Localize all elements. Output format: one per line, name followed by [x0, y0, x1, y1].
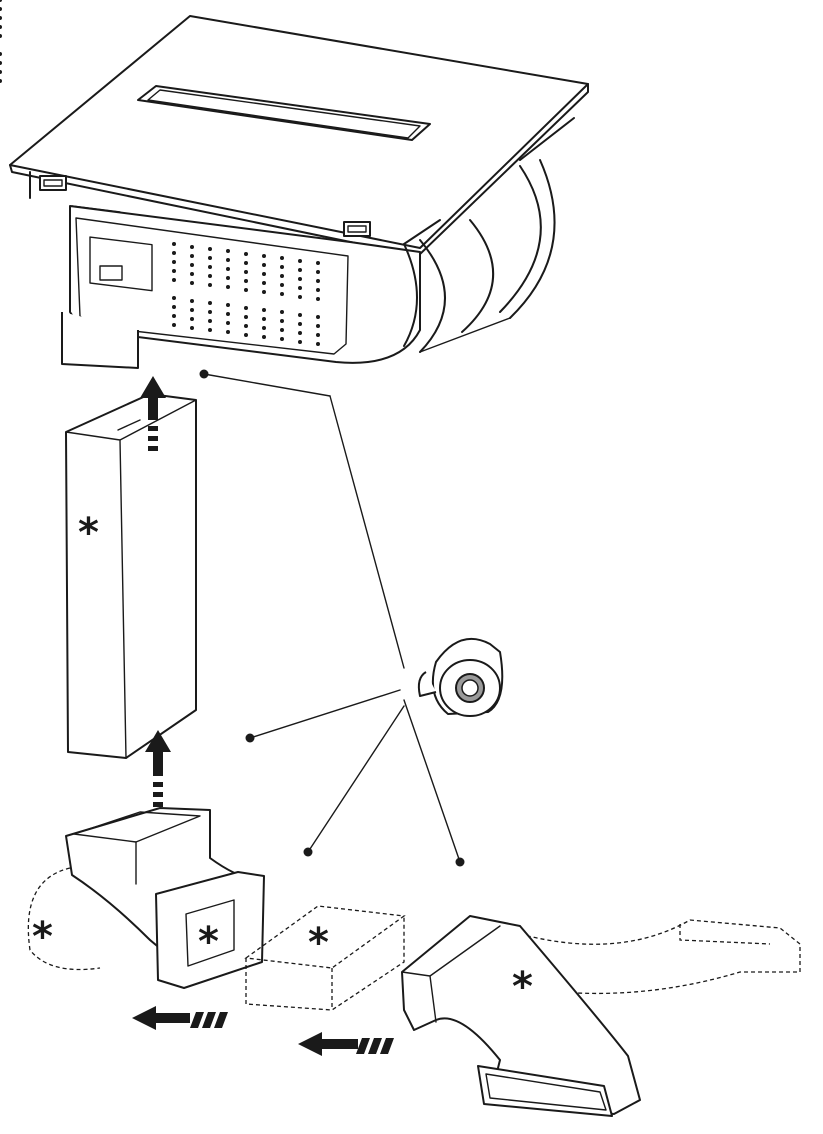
elbow-duct: * *	[27, 807, 265, 989]
accessory-marker: *	[308, 920, 329, 966]
accessory-marker: *	[78, 510, 99, 556]
callout-dot-icon	[303, 847, 313, 857]
callout-dot-icon	[199, 369, 209, 379]
filter-perforations	[0, 0, 320, 346]
airflow-arrow-icon	[140, 376, 166, 451]
accessory-marker: *	[198, 919, 219, 965]
airflow-arrow-icon	[145, 730, 171, 807]
callout-dot-icon	[245, 733, 255, 743]
cooktop-unit	[0, 0, 589, 369]
optional-box-accessory: *	[244, 905, 406, 1011]
callout-lines	[199, 369, 465, 867]
callout-dot-icon	[455, 857, 465, 867]
adhesive-tape-icon	[417, 637, 504, 717]
accessory-marker: *	[512, 964, 533, 1010]
accessory-marker: *	[32, 914, 53, 960]
airflow-arrow-icon	[132, 1006, 228, 1030]
curved-flat-duct: *	[401, 915, 801, 1117]
airflow-arrow-icon	[298, 1032, 394, 1056]
vertical-duct: *	[65, 393, 197, 759]
